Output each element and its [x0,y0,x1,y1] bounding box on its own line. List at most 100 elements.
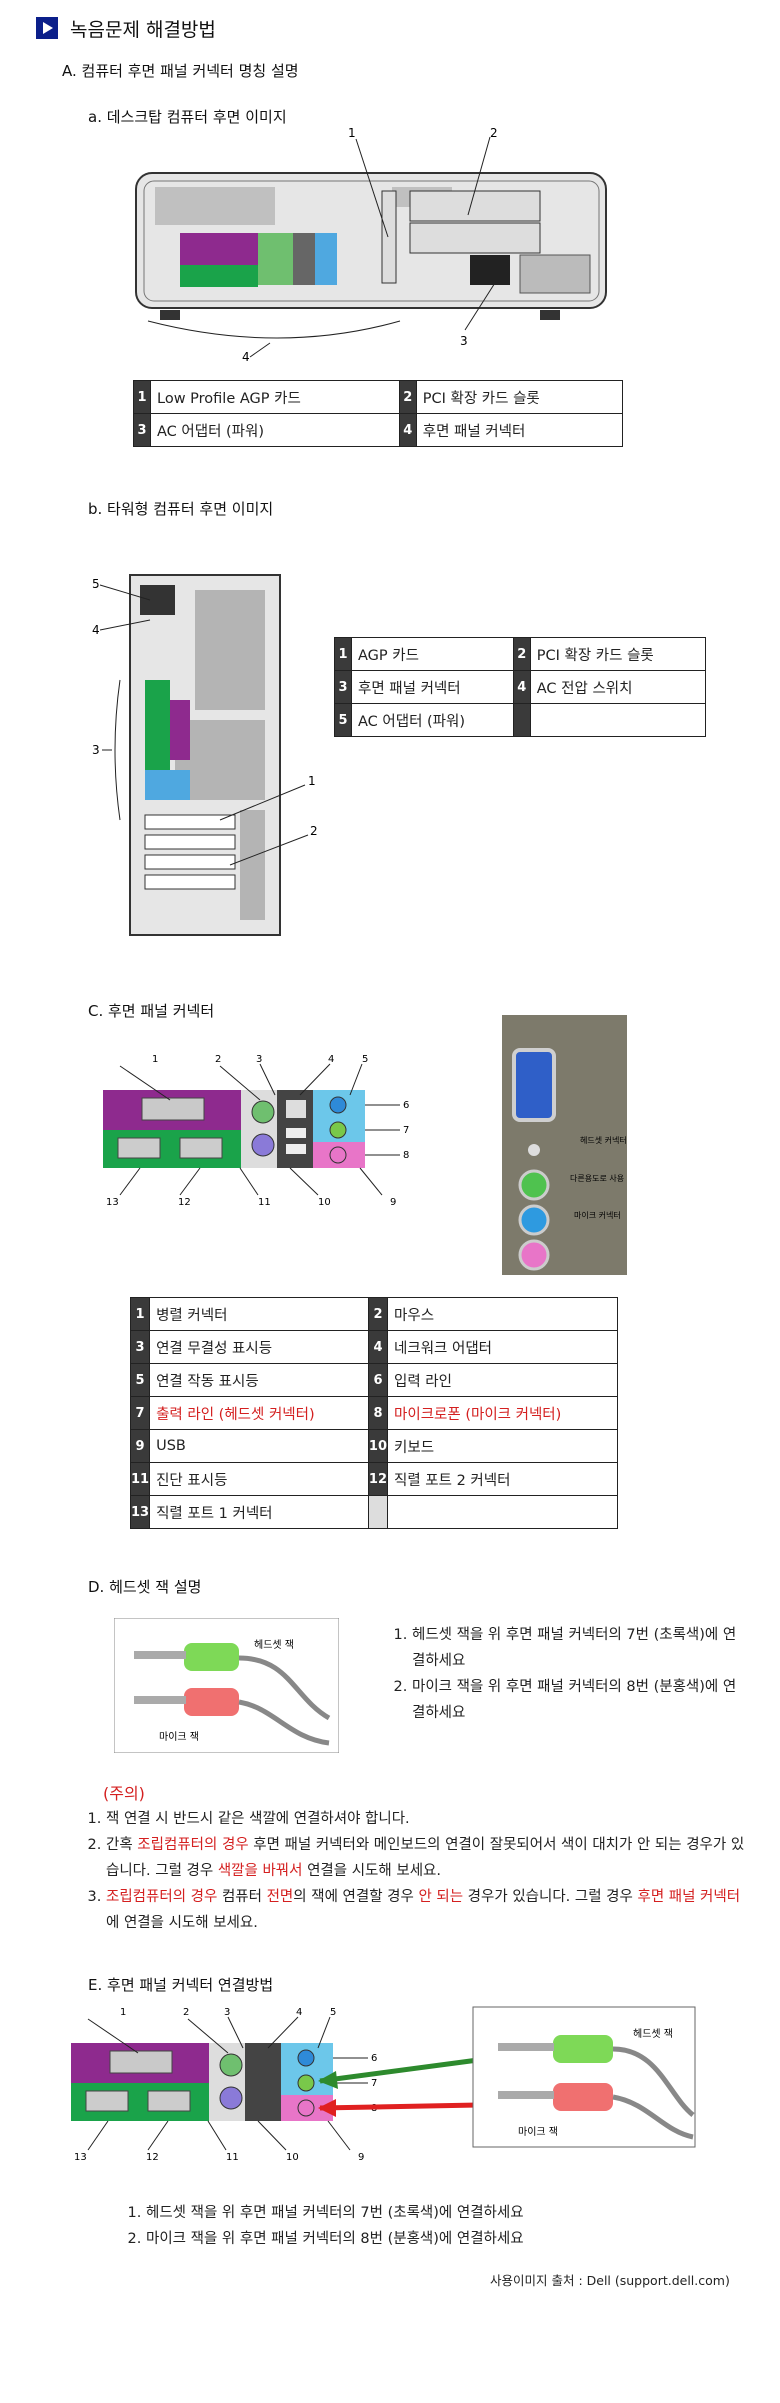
legend-num: 4 [367,1330,389,1364]
list-item: 마이크 잭을 위 후면 패널 커넥터의 8번 (분홍색)에 연결하세요 [412,1674,742,1726]
caution-highlight: 안 되는 [418,1889,464,1905]
caution-highlight: 색깔을 바꿔서 [217,1863,303,1879]
plug-label-headset: 헤드셋 잭 [633,2028,673,2040]
desktop-legend-table: 1 Low Profile AGP 카드 2 PCI 확장 카드 슬롯 3 AC… [133,380,624,447]
legend-label: 출력 라인 (헤드셋 커넥터) [149,1396,369,1430]
callout-10: 10 [318,1197,331,1208]
legend-num: 1 [129,1297,151,1331]
legend-num: 7 [129,1396,151,1430]
caution-title: (주의) [103,1784,145,1803]
callout-5: 5 [92,577,100,591]
table-row: 5 AC 어댑터 (파워) [334,703,707,737]
table-row: 3 AC 어댑터 (파워) 4 후면 패널 커넥터 [133,413,624,447]
legend-label: 직렬 포트 1 커넥터 [149,1495,369,1529]
legend-num: 5 [129,1363,151,1397]
callout-2: 2 [310,824,318,838]
callout-3: 3 [256,1054,262,1065]
desktop-rear-image: 1 2 3 4 [135,126,607,364]
legend-label [387,1495,618,1529]
callout-10: 10 [286,2152,299,2163]
legend-num: 12 [367,1462,389,1496]
callout-5: 5 [362,1054,368,1065]
caution-item: 잭 연결 시 반드시 같은 색깔에 연결하셔야 합니다. [106,1806,746,1832]
legend-num: 6 [367,1363,389,1397]
callout-2: 2 [490,126,498,140]
callout-1: 1 [348,126,356,140]
legend-label: 직렬 포트 2 커넥터 [387,1462,618,1496]
legend-num: 1 [334,637,352,671]
callout-8: 8 [403,1150,409,1161]
legend-label: AGP 카드 [351,637,514,671]
photo-label-other: 다른용도로 사용 [570,1174,624,1183]
legend-num: 2 [398,380,417,414]
photo-label-headset: 헤드셋 커넥터 [580,1135,627,1145]
callout-3: 3 [224,2007,230,2018]
page-header: 녹음문제 해결방법 [36,14,216,42]
legend-label: 키보드 [387,1429,618,1463]
legend-num: 9 [129,1429,151,1463]
tower-legend-table: 1 AGP 카드 2 PCI 확장 카드 슬롯 3 후면 패널 커넥터 4 AC… [334,637,707,737]
callout-4: 4 [296,2007,302,2018]
photo-label-mic: 마이크 커넥터 [574,1210,621,1220]
tower-rear-image: 5 4 3 1 2 [92,574,318,936]
legend-label: 연결 작동 표시등 [149,1363,369,1397]
plug-label-mic: 마이크 잭 [159,1731,199,1743]
legend-num: 2 [367,1297,389,1331]
connection-diagram: 1 2 3 4 5 6 7 8 9 10 11 12 13 헤드셋 잭 마이크 … [71,2006,696,2163]
legend-label-empty [529,703,707,737]
legend-num [367,1495,389,1529]
callout-6: 6 [403,1100,409,1111]
legend-num: 1 [133,380,151,414]
headset-plugs-image: 헤드셋 잭 마이크 잭 [114,1618,339,1753]
caution-text: 경우가 있습니다. 그럴 경우 [463,1889,638,1905]
legend-num: 3 [129,1330,151,1364]
callout-11: 11 [226,2152,239,2163]
caution-highlight: 후면 패널 커넥터 [637,1889,741,1905]
legend-num-empty [512,703,531,737]
image-credit: 사용이미지 출처 : Dell (support.dell.com) [490,2273,730,2288]
list-item: 헤드셋 잭을 위 후면 패널 커넥터의 7번 (초록색)에 연결하세요 [412,1622,742,1674]
legend-num: 4 [398,413,417,447]
callout-12: 12 [146,2152,159,2163]
list-item: 헤드셋 잭을 위 후면 패널 커넥터의 7번 (초록색)에 연결하세요 [146,2200,706,2226]
legend-label: PCI 확장 카드 슬롯 [415,380,624,414]
callout-13: 13 [106,1197,119,1208]
section-a-subheading: a. 데스크탑 컴퓨터 후면 이미지 [88,108,287,126]
legend-label: AC 어댑터 (파워) [351,703,514,737]
callout-1: 1 [152,1054,158,1065]
legend-num: 10 [367,1429,389,1463]
caution-text: 후면 패널 커넥터와 메인보드의 연결이 잘못되어서 색이 대치가 안 되는 경… [106,1837,745,1879]
caution-text: 잭 연결 시 반드시 같은 색깔에 연결하셔야 합니다. [106,1811,410,1827]
section-a-heading: A. 컴퓨터 후면 패널 커넥터 명칭 설명 [62,62,299,80]
legend-label: 마우스 [387,1297,618,1331]
caution-highlight: 조립컴퓨터의 경우 [137,1837,249,1853]
callout-4: 4 [328,1054,334,1065]
legend-label: 진단 표시등 [149,1462,369,1496]
legend-num: 13 [129,1495,151,1529]
caution-text: 에 연결을 시도해 보세요. [106,1915,258,1931]
panel-callouts: 1 2 3 4 5 6 7 8 9 10 11 12 13 [106,1054,409,1208]
caution-text: 컴퓨터 [217,1889,267,1905]
legend-num: 3 [133,413,151,447]
play-icon [36,17,58,39]
section-e-heading: E. 후면 패널 커넥터 연결방법 [88,1976,274,1994]
caution-highlight: 조립컴퓨터의 경우 [106,1889,218,1905]
callout-13: 13 [74,2152,87,2163]
rear-panel-diagram: 1 2 3 4 5 6 7 8 9 10 11 12 13 [103,1054,409,1208]
legend-label: 연결 무결성 표시등 [149,1330,369,1364]
legend-label: 입력 라인 [387,1363,618,1397]
callout-1: 1 [120,2007,126,2018]
caution-text: 간혹 [106,1837,138,1853]
callout-3: 3 [460,334,468,348]
legend-label: 병렬 커넥터 [149,1297,369,1331]
callout-9: 9 [358,2152,364,2163]
legend-num: 11 [129,1462,151,1496]
legend-label: 후면 패널 커넥터 [415,413,624,447]
